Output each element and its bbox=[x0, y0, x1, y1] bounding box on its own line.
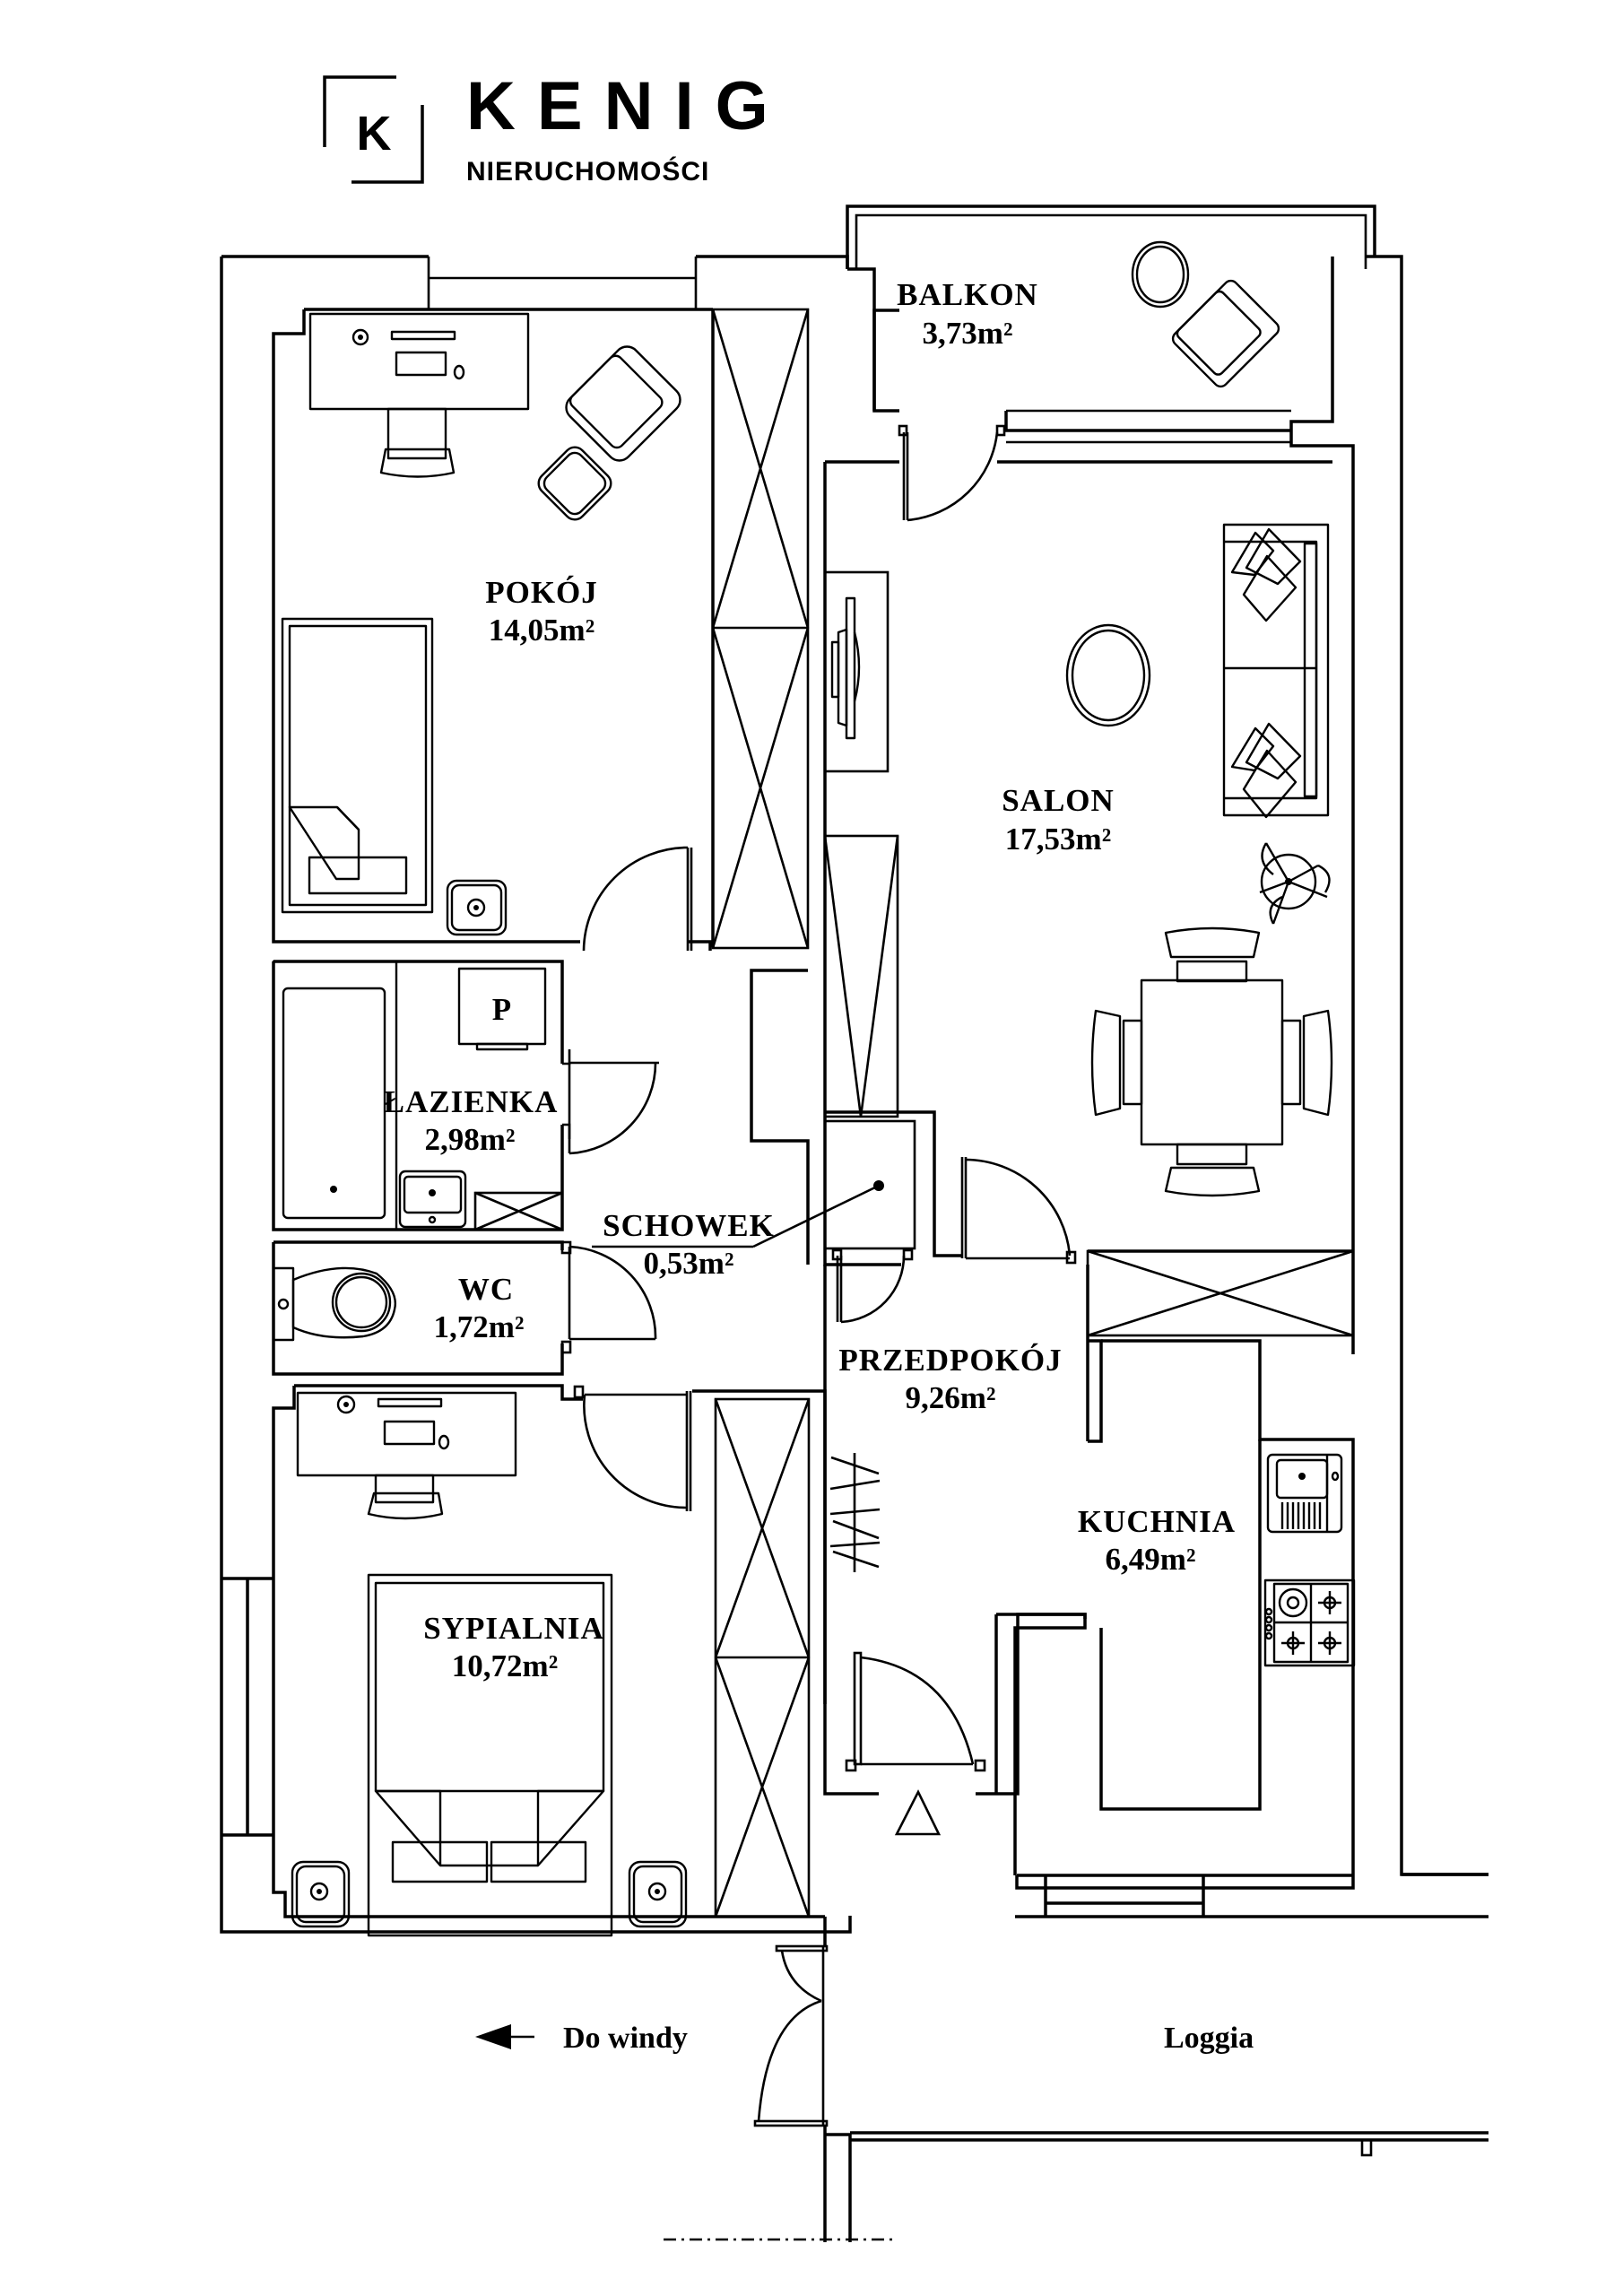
room-name: PRZEDPOKÓJ bbox=[838, 1342, 1062, 1378]
schowek-door[interactable] bbox=[831, 1248, 914, 1324]
office-chair-icon bbox=[379, 407, 456, 478]
room-name: SCHOWEK bbox=[603, 1208, 775, 1243]
room-area: 0,53m² bbox=[644, 1246, 734, 1281]
coat-rack-icon bbox=[829, 1453, 881, 1572]
room-przedpokoj: PRZEDPOKÓJ 9,26m² bbox=[823, 1265, 1103, 1836]
office-chair-icon bbox=[367, 1474, 444, 1520]
double-bed-icon bbox=[367, 1573, 613, 1937]
elevator-direction[interactable]: Do windy bbox=[475, 2022, 688, 2055]
coffee-table-icon bbox=[1065, 623, 1151, 727]
corridor bbox=[664, 1873, 1488, 2242]
room-wc: WC 1,72m² bbox=[272, 1240, 564, 1376]
elevator-label: Do windy bbox=[563, 2022, 688, 2055]
corridor-door[interactable] bbox=[753, 1944, 829, 2127]
room-lazienka: ŁAZIENKA 2,98m² P bbox=[272, 960, 571, 1231]
wardrobe-icon bbox=[714, 1397, 811, 1918]
wardrobe-icon bbox=[823, 834, 899, 1118]
room-name: POKÓJ bbox=[485, 574, 598, 610]
room-area: 17,53m² bbox=[1005, 822, 1111, 857]
wardrobe-icon bbox=[711, 308, 810, 950]
tv-stand-icon bbox=[823, 570, 890, 773]
boiler-label: P bbox=[492, 992, 512, 1027]
room-name: SALON bbox=[1002, 783, 1115, 818]
sypialnia-door[interactable] bbox=[573, 1385, 692, 1511]
logo-frame-icon bbox=[323, 75, 424, 184]
room-name: BALKON bbox=[897, 277, 1038, 312]
room-name: SYPIALNIA bbox=[423, 1611, 604, 1646]
room-area: 9,26m² bbox=[906, 1380, 996, 1415]
room-area: 14,05m² bbox=[489, 613, 595, 648]
room-name: KUCHNIA bbox=[1078, 1504, 1236, 1539]
logo-tagline: NIERUCHOMOŚCI bbox=[466, 156, 709, 187]
arrow-left-icon bbox=[475, 2024, 511, 2049]
dining-chair-icon bbox=[1090, 1009, 1143, 1117]
brand-logo: K KENIG NIERUCHOMOŚCI bbox=[323, 68, 790, 187]
room-area: 3,73m² bbox=[923, 316, 1013, 351]
room-sypialnia: SYPIALNIA 10,72m² bbox=[221, 1384, 827, 1937]
nightstand-icon bbox=[628, 1860, 688, 1928]
nightstand-icon bbox=[446, 879, 508, 936]
bathtub-icon bbox=[272, 960, 398, 1231]
nightstand-icon bbox=[291, 1860, 351, 1928]
room-pokoj: POKÓJ 14,05m² bbox=[272, 308, 810, 951]
washbasin-icon bbox=[398, 1170, 467, 1229]
room-area: 10,72m² bbox=[452, 1648, 558, 1683]
desk-icon bbox=[296, 1391, 517, 1477]
room-area: 1,72m² bbox=[434, 1309, 525, 1344]
round-table-icon bbox=[1131, 240, 1190, 309]
salon-door[interactable] bbox=[960, 1157, 1077, 1265]
room-salon: SALON 17,53m² bbox=[823, 460, 1353, 1266]
kitchen-sink-icon bbox=[1266, 1453, 1343, 1534]
toilet-icon bbox=[272, 1266, 396, 1342]
single-bed-icon bbox=[281, 617, 434, 914]
room-balkon: BALKON 3,73m² bbox=[897, 240, 1280, 388]
dining-chair-icon bbox=[1164, 926, 1261, 983]
shaft-icon bbox=[473, 1191, 564, 1231]
sofa-icon bbox=[1222, 523, 1330, 819]
room-area: 2,98m² bbox=[425, 1122, 516, 1157]
loggia-label: Loggia bbox=[1164, 2022, 1254, 2055]
armchair-icon bbox=[565, 345, 681, 462]
armchair-icon bbox=[1171, 279, 1280, 388]
plant-icon bbox=[1259, 842, 1331, 925]
room-kuchnia: KUCHNIA 6,49m² bbox=[994, 1339, 1356, 1917]
dining-chair-icon bbox=[1164, 1143, 1261, 1197]
room-name: ŁAZIENKA bbox=[384, 1084, 559, 1119]
kitchen-upper-cabinet-icon bbox=[1086, 1249, 1355, 1337]
cooktop-icon bbox=[1263, 1578, 1356, 1667]
pouf-icon bbox=[537, 446, 612, 521]
desk-icon bbox=[308, 312, 530, 411]
room-schowek: SCHOWEK 0,53m² bbox=[592, 969, 962, 1281]
dining-chair-icon bbox=[1280, 1009, 1333, 1117]
entrance-marker-icon bbox=[894, 1789, 942, 1836]
entrance-door[interactable] bbox=[845, 1651, 986, 1772]
room-name: WC bbox=[458, 1272, 514, 1307]
room-area: 6,49m² bbox=[1106, 1542, 1196, 1577]
logo-monogram: K bbox=[357, 107, 392, 161]
dining-table-icon bbox=[1140, 978, 1284, 1146]
boiler-icon: P bbox=[457, 967, 547, 1051]
lazienka-door[interactable] bbox=[568, 1061, 659, 1155]
wc-door[interactable] bbox=[560, 1240, 657, 1354]
pokoj-door[interactable] bbox=[582, 846, 693, 952]
balcony-door[interactable] bbox=[898, 424, 1006, 522]
logo-name: KENIG bbox=[466, 68, 790, 144]
